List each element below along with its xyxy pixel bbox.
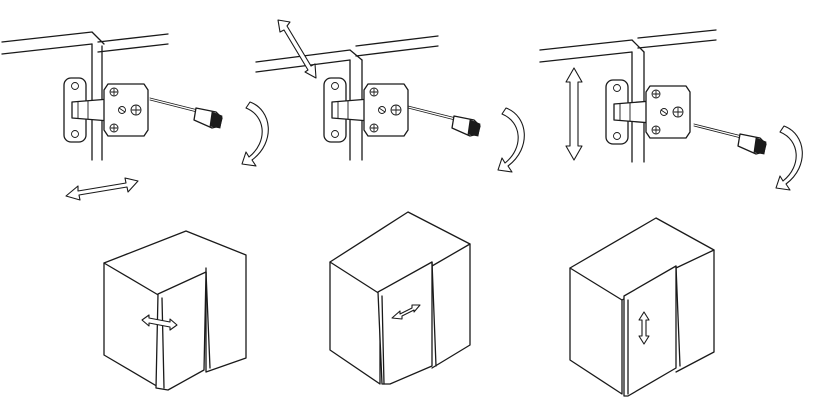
cabinet-depth-adjust	[329, 211, 471, 385]
hinge-icon	[323, 77, 409, 143]
hinge-step-depth	[255, 19, 525, 173]
hinge-step-side	[1, 31, 269, 201]
double-arrow-diagonal-icon	[277, 19, 317, 79]
screwdriver-icon	[149, 97, 223, 129]
double-arrow-vertical-icon	[565, 67, 583, 161]
cabinet-height-adjust	[569, 217, 715, 397]
cabinet-top-edge	[255, 35, 439, 73]
hinge-icon	[605, 79, 691, 145]
curved-arrow-rotate-icon	[241, 101, 269, 167]
cabinet-side-adjust	[103, 230, 247, 391]
double-arrow-vertical-icon	[638, 311, 650, 345]
cabinet-top-edge	[1, 31, 169, 55]
double-arrow-diagonal-icon	[391, 304, 421, 320]
screwdriver-icon	[693, 123, 767, 155]
curved-arrow-rotate-icon	[497, 107, 525, 173]
cabinet-door	[377, 261, 433, 385]
double-arrow-horizontal-icon	[141, 314, 178, 331]
hinge-step-height	[539, 29, 803, 191]
cabinet-top-edge	[539, 29, 717, 63]
curved-arrow-rotate-icon	[775, 125, 803, 191]
double-arrow-horizontal-icon	[65, 177, 139, 201]
screwdriver-icon	[407, 105, 481, 137]
hinge-icon	[63, 77, 149, 143]
cabinet-door	[155, 271, 207, 391]
cabinet-door	[623, 265, 677, 397]
